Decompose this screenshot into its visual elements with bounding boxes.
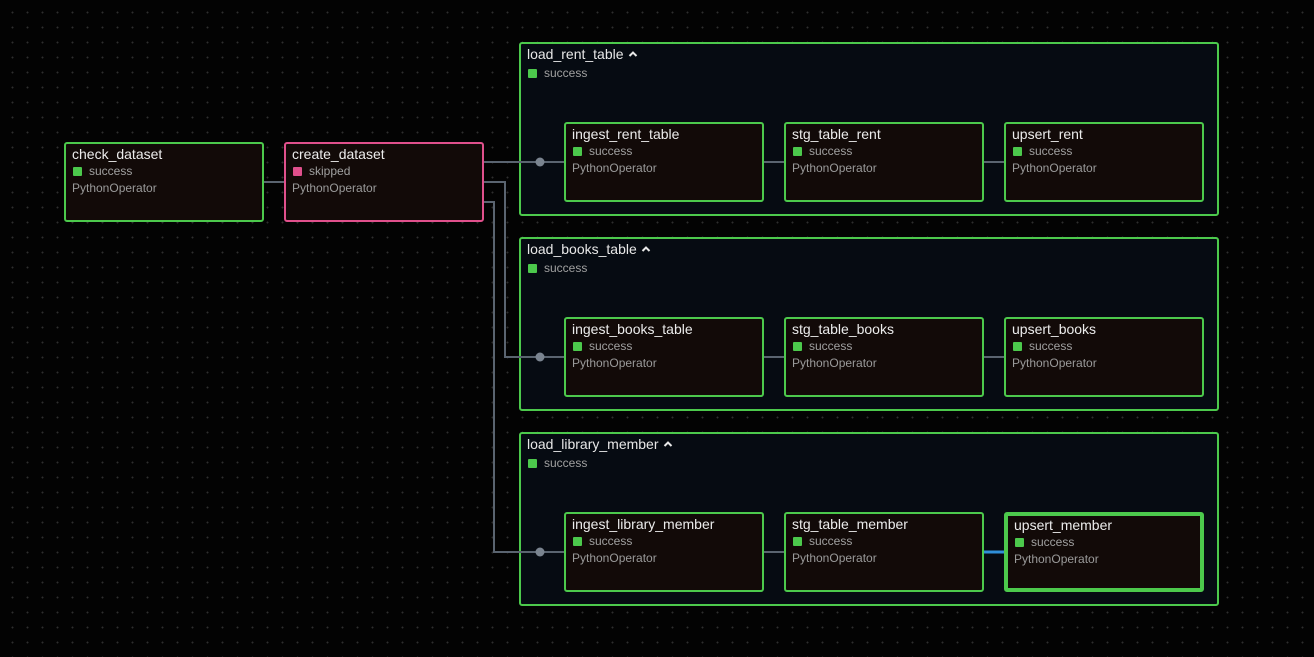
task-operator: PythonOperator — [792, 161, 877, 175]
success-status-icon — [793, 147, 802, 156]
success-status-icon — [528, 458, 537, 468]
task-node-ingest-rent-table[interactable]: ingest_rent_table success PythonOperator — [564, 122, 764, 202]
success-status-icon — [1015, 538, 1024, 547]
task-node-stg-table-books[interactable]: stg_table_books success PythonOperator — [784, 317, 984, 397]
group-status-text: success — [544, 66, 588, 80]
task-operator: PythonOperator — [72, 181, 157, 195]
task-status: success — [72, 164, 256, 179]
task-node-stg-table-rent[interactable]: stg_table_rent success PythonOperator — [784, 122, 984, 202]
task-node-ingest-books-table[interactable]: ingest_books_table success PythonOperato… — [564, 317, 764, 397]
group-label[interactable]: load_books_table — [527, 241, 651, 257]
task-status-text: success — [809, 339, 853, 353]
task-operator: PythonOperator — [1014, 552, 1099, 566]
success-status-icon — [793, 537, 802, 546]
success-status-icon — [793, 342, 802, 351]
task-title: upsert_books — [1012, 321, 1097, 337]
task-title: ingest_library_member — [572, 516, 715, 532]
skipped-status-icon — [293, 167, 302, 176]
task-node-upsert-member[interactable]: upsert_member success PythonOperator — [1004, 512, 1204, 592]
task-status-text: success — [1029, 339, 1073, 353]
task-status-text: success — [1029, 144, 1073, 158]
task-title: stg_table_member — [792, 516, 908, 532]
group-status: success — [527, 456, 587, 470]
task-node-ingest-library-member[interactable]: ingest_library_member success PythonOper… — [564, 512, 764, 592]
task-status: success — [572, 144, 756, 159]
task-status: success — [792, 144, 976, 159]
group-status-text: success — [544, 456, 588, 470]
task-status: success — [1012, 339, 1196, 354]
task-status-text: skipped — [309, 164, 351, 178]
task-node-create-dataset[interactable]: create_dataset skipped PythonOperator — [284, 142, 484, 222]
task-node-stg-table-member[interactable]: stg_table_member success PythonOperator — [784, 512, 984, 592]
task-node-check-dataset[interactable]: check_dataset success PythonOperator — [64, 142, 264, 222]
task-node-upsert-books[interactable]: upsert_books success PythonOperator — [1004, 317, 1204, 397]
group-name: load_library_member — [527, 436, 659, 452]
task-title: stg_table_rent — [792, 126, 881, 142]
task-status-text: success — [89, 164, 133, 178]
task-status: success — [572, 339, 756, 354]
task-status: success — [1012, 144, 1196, 159]
task-status-text: success — [809, 534, 853, 548]
task-status: success — [792, 339, 976, 354]
task-title: stg_table_books — [792, 321, 894, 337]
task-operator: PythonOperator — [292, 181, 377, 195]
task-status-text: success — [809, 144, 853, 158]
success-status-icon — [528, 68, 537, 78]
task-status-text: success — [1031, 535, 1075, 549]
task-title: ingest_books_table — [572, 321, 693, 337]
task-operator: PythonOperator — [572, 356, 657, 370]
task-status: skipped — [292, 164, 476, 179]
task-node-upsert-rent[interactable]: upsert_rent success PythonOperator — [1004, 122, 1204, 202]
success-status-icon — [1013, 342, 1022, 351]
success-status-icon — [528, 263, 537, 273]
task-status-text: success — [589, 339, 633, 353]
task-operator: PythonOperator — [1012, 356, 1097, 370]
task-title: upsert_rent — [1012, 126, 1083, 142]
group-status: success — [527, 66, 587, 80]
success-status-icon — [573, 537, 582, 546]
task-status-text: success — [589, 144, 633, 158]
group-name: load_books_table — [527, 241, 637, 257]
task-title: create_dataset — [292, 146, 385, 162]
task-status-text: success — [589, 534, 633, 548]
success-status-icon — [1013, 147, 1022, 156]
task-status: success — [792, 534, 976, 549]
success-status-icon — [573, 147, 582, 156]
task-title: check_dataset — [72, 146, 163, 162]
group-name: load_rent_table — [527, 46, 624, 62]
edge-create-to-member-group — [483, 201, 540, 553]
group-status-text: success — [544, 261, 588, 275]
task-status: success — [572, 534, 756, 549]
task-operator: PythonOperator — [572, 551, 657, 565]
group-label[interactable]: load_library_member — [527, 436, 673, 452]
chevron-up-icon[interactable] — [641, 244, 651, 254]
task-title: upsert_member — [1014, 517, 1113, 533]
success-status-icon — [73, 167, 82, 176]
group-label[interactable]: load_rent_table — [527, 46, 638, 62]
task-operator: PythonOperator — [792, 356, 877, 370]
task-title: ingest_rent_table — [572, 126, 680, 142]
task-operator: PythonOperator — [1012, 161, 1097, 175]
group-status: success — [527, 261, 587, 275]
chevron-up-icon[interactable] — [628, 49, 638, 59]
success-status-icon — [573, 342, 582, 351]
task-operator: PythonOperator — [572, 161, 657, 175]
chevron-up-icon[interactable] — [663, 439, 673, 449]
task-operator: PythonOperator — [792, 551, 877, 565]
task-status: success — [1014, 535, 1194, 550]
